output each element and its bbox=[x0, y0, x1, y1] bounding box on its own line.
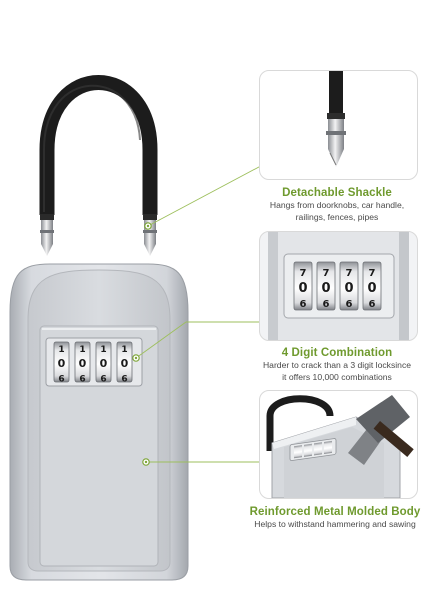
shackle bbox=[39, 75, 158, 256]
dial-digit: 9 bbox=[121, 372, 127, 382]
dial-detail-panel: 7 0 6 7 0 6 7 0 6 7 0 6 bbox=[259, 231, 418, 341]
dial-digit: 1 bbox=[121, 345, 127, 355]
dial-digit: 9 bbox=[58, 372, 64, 382]
hammer-test-image bbox=[266, 395, 414, 498]
callout-lines bbox=[132, 156, 276, 466]
dial-digit: 0 bbox=[121, 357, 129, 370]
feature-title: Reinforced Metal Molded Body bbox=[249, 506, 421, 518]
svg-text:6: 6 bbox=[346, 299, 353, 310]
svg-text:7: 7 bbox=[346, 268, 353, 279]
svg-text:7: 7 bbox=[323, 268, 330, 279]
dial-digit: 0 bbox=[344, 281, 353, 296]
feature-title: Detachable Shackle bbox=[282, 187, 392, 199]
lockbox-body bbox=[9, 263, 189, 581]
svg-text:7: 7 bbox=[369, 268, 376, 279]
combination-dials: 1 0 9 1 0 9 1 0 9 1 0 9 bbox=[45, 337, 143, 387]
feature-body: Reinforced Metal Molded Body Helps to wi… bbox=[246, 505, 424, 531]
feature-combination: 4 Digit Combination Harder to crack than… bbox=[252, 346, 422, 383]
shackle-pin-closeup bbox=[326, 71, 346, 167]
dial-digit: 0 bbox=[298, 281, 307, 296]
dial-digit: 0 bbox=[58, 357, 66, 370]
dial-closeup: 7 0 6 7 0 6 7 0 6 7 0 6 bbox=[268, 232, 409, 340]
svg-text:6: 6 bbox=[323, 299, 330, 310]
feature-desc: Hangs from doorknobs, car handle, bbox=[269, 200, 405, 210]
feature-desc: it offers 10,000 combinations bbox=[282, 371, 392, 382]
feature-desc: Harder to crack than a 3 digit locksince bbox=[262, 360, 412, 370]
dial-digit: 0 bbox=[367, 281, 376, 296]
feature-shackle: Detachable Shackle Hangs from doorknobs,… bbox=[252, 186, 422, 223]
dial-digit: 1 bbox=[79, 345, 85, 355]
feature-title: 4 Digit Combination bbox=[281, 347, 393, 359]
dial-digit: 9 bbox=[100, 372, 106, 382]
svg-text:6: 6 bbox=[369, 299, 376, 310]
dial-digit: 9 bbox=[79, 372, 85, 382]
dial-digit: 1 bbox=[58, 345, 64, 355]
hammer-test-panel bbox=[259, 390, 418, 499]
dial-digit: 0 bbox=[321, 281, 330, 296]
svg-text:7: 7 bbox=[300, 268, 307, 279]
svg-text:6: 6 bbox=[300, 299, 307, 310]
dial-digit: 0 bbox=[100, 357, 108, 370]
dial-digit: 0 bbox=[79, 357, 87, 370]
dial-digit: 1 bbox=[100, 345, 106, 355]
feature-desc: railings, fences, pipes bbox=[295, 211, 379, 222]
feature-desc: Helps to withstand hammering and sawing bbox=[254, 519, 416, 529]
shackle-detail-panel bbox=[259, 70, 418, 180]
